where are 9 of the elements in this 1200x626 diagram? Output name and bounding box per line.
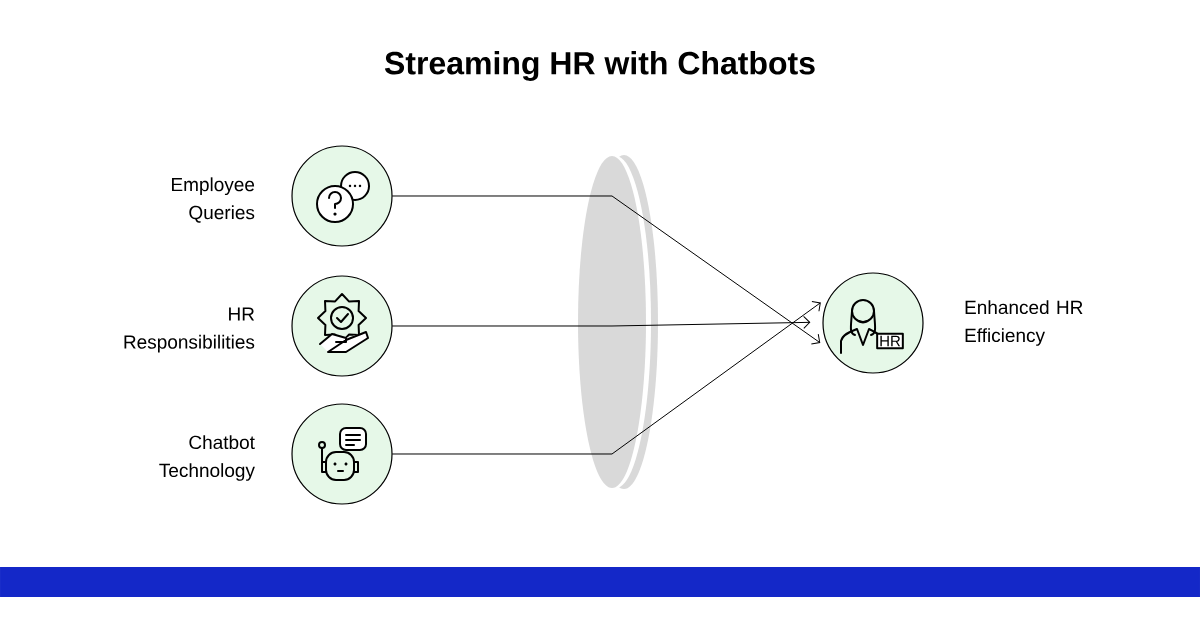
- node-label: Enhanced HR Efficiency: [965, 300, 1083, 346]
- arrow: [392, 195, 821, 345]
- node-label: Chatbot Technology: [159, 435, 255, 481]
- hr-sign: HR: [876, 332, 904, 350]
- title: Streaming HR with Chatbots: [384, 51, 815, 81]
- arrow: [392, 315, 811, 329]
- node-label: HR Responsibilities: [124, 307, 255, 353]
- node-label: Employee Queries: [172, 177, 255, 223]
- arrow: [392, 301, 821, 455]
